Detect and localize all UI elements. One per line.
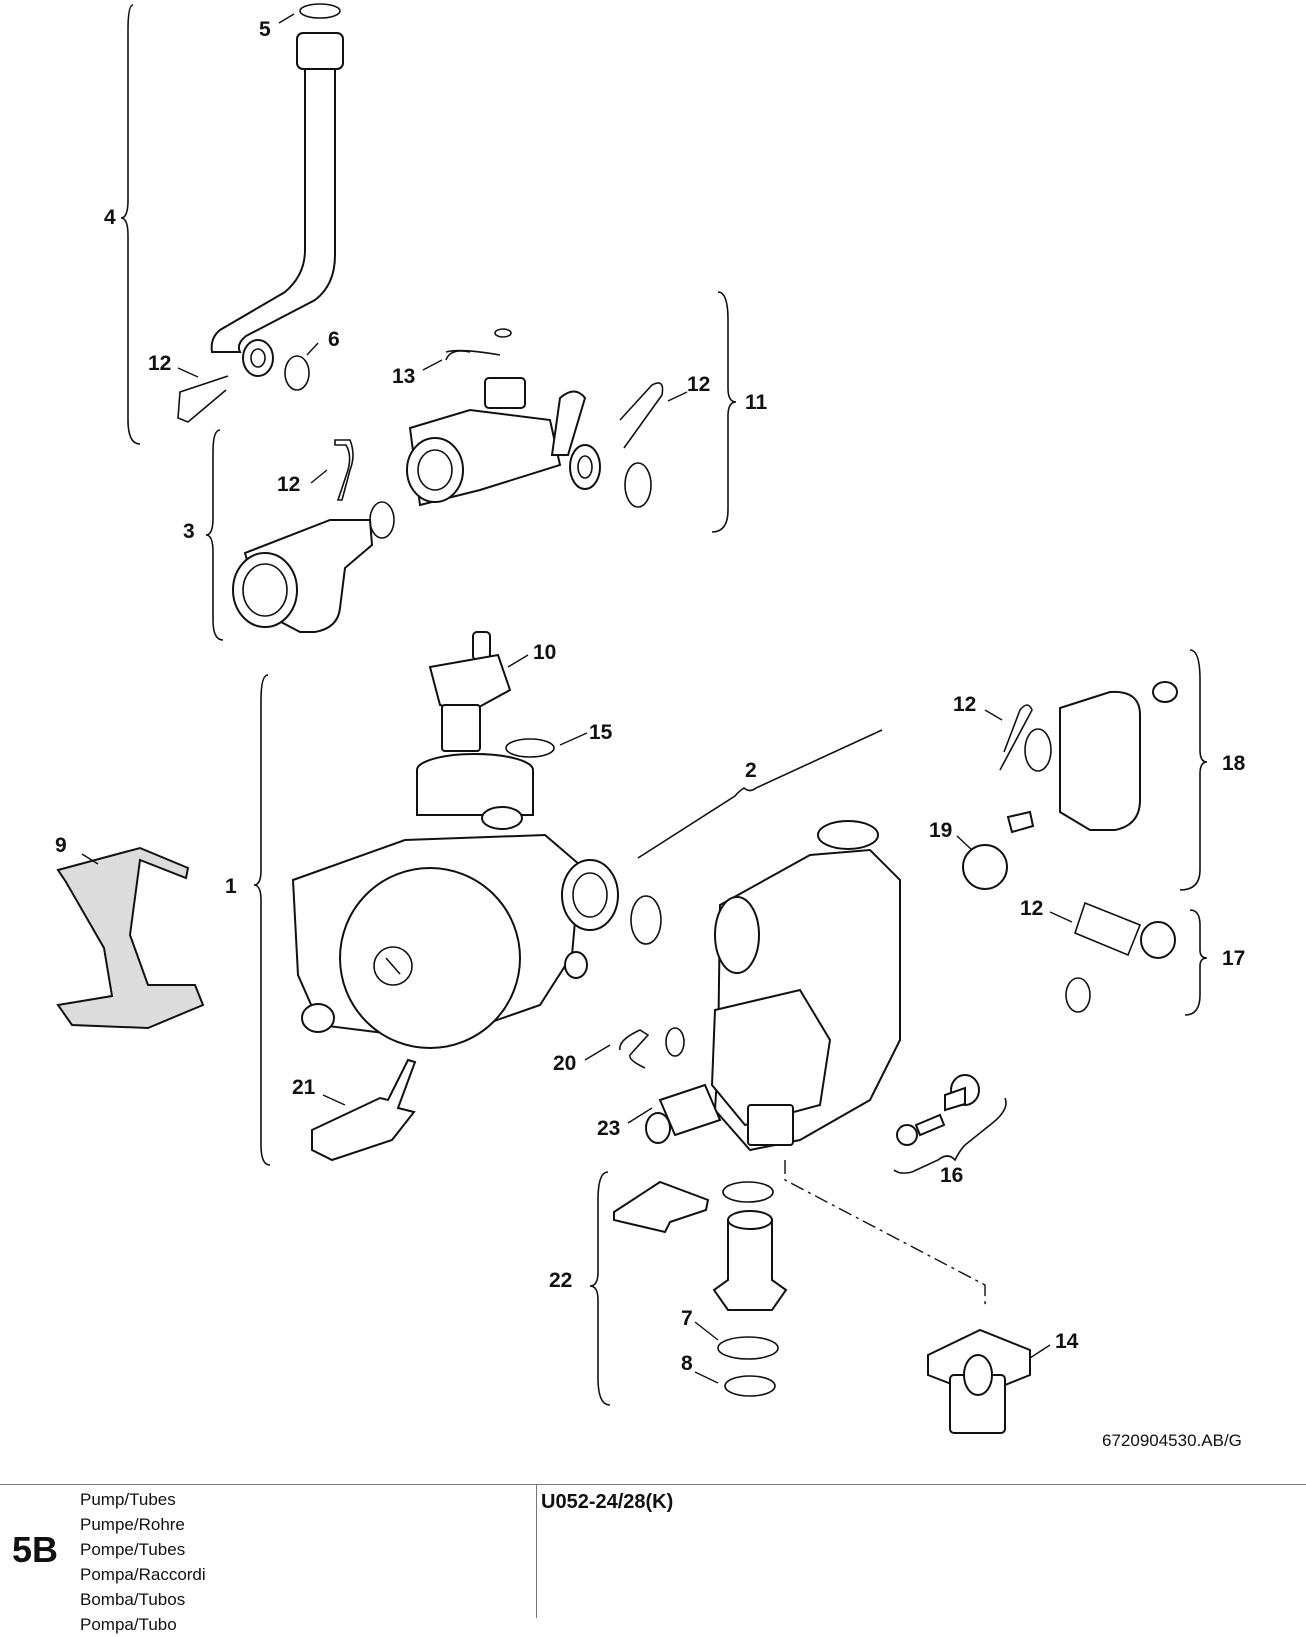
part-12-clip-b	[619, 382, 664, 449]
callout-15: 15	[589, 721, 613, 744]
callout-12: 12	[1020, 897, 1043, 920]
part-10-air-vent	[428, 631, 512, 752]
dash-dot-line	[784, 1160, 986, 1305]
braces	[120, 4, 1208, 1406]
part-15-o-ring	[505, 738, 555, 758]
footer: 5B Pump/Tubes Pumpe/Rohre Pompe/Tubes Po…	[0, 1484, 1306, 1634]
callout-22: 22	[549, 1269, 572, 1292]
title-es: Bomba/Tubos	[80, 1590, 186, 1609]
drawing-number: 6720904530.AB/G	[1102, 1431, 1242, 1450]
section-titles: Pump/Tubes Pumpe/Rohre Pompe/Tubes Pompa…	[80, 1487, 206, 1637]
exploded-parts-diagram: 1 2 3 4 5 6 7 8 9 10 11 12 12 12 12 12 1…	[55, 3, 1246, 1434]
section-number: 5B	[12, 1529, 59, 1570]
callout-9: 9	[55, 834, 67, 857]
part-1-pump	[291, 753, 619, 1049]
model-number: U052-24/28(K)	[541, 1491, 674, 1513]
part-9-bracket	[56, 846, 205, 1030]
part-16-screws	[896, 1074, 980, 1146]
callout-4: 4	[104, 206, 116, 229]
callout-3: 3	[183, 520, 195, 543]
part-3-pump-head	[232, 439, 395, 633]
callout-18: 18	[1222, 752, 1246, 775]
leader-lines	[81, 13, 1073, 1384]
part-22-connector	[613, 1180, 788, 1397]
callout-5: 5	[259, 18, 271, 41]
callout-21: 21	[292, 1076, 316, 1099]
title-de: Pumpe/Rohre	[80, 1515, 185, 1534]
part-19-seal	[962, 844, 1008, 890]
callout-2: 2	[745, 759, 757, 782]
part-2-hydraulic-block	[619, 820, 901, 1152]
callout-numbers: 1 2 3 4 5 6 7 8 9 10 11 12 12 12 12 12 1…	[55, 18, 1246, 1375]
footer-divider	[536, 1485, 537, 1618]
callout-13: 13	[392, 365, 415, 388]
callout-12: 12	[148, 352, 171, 375]
callout-12: 12	[953, 693, 976, 716]
part-4-pipe	[210, 3, 344, 377]
part-14-valve-motor	[927, 1328, 1031, 1434]
part-11-manifold	[406, 328, 601, 507]
callout-12: 12	[687, 373, 710, 396]
part-21-wrench	[311, 1058, 417, 1162]
title-fr: Pompe/Tubes	[80, 1540, 186, 1559]
part-17-plug	[1065, 901, 1176, 1013]
part-12-clip-a	[177, 375, 229, 423]
callout-20: 20	[553, 1052, 576, 1075]
callout-11: 11	[745, 391, 768, 414]
callout-8: 8	[681, 1352, 693, 1375]
part-6-o-ring	[284, 355, 310, 391]
callout-23: 23	[597, 1117, 620, 1140]
callout-14: 14	[1055, 1330, 1079, 1353]
callout-1: 1	[225, 875, 237, 898]
title-en: Pump/Tubes	[80, 1490, 176, 1509]
title-pl: Pompa/Tubo	[80, 1615, 177, 1634]
callout-12: 12	[277, 473, 300, 496]
o-ring-11	[624, 462, 652, 508]
callout-19: 19	[929, 819, 952, 842]
callout-6: 6	[328, 328, 340, 351]
callout-16: 16	[940, 1164, 963, 1187]
title-it: Pompa/Raccordi	[80, 1565, 206, 1584]
part-18-cover	[999, 681, 1178, 834]
callout-10: 10	[533, 641, 556, 664]
callout-7: 7	[681, 1307, 693, 1330]
callout-17: 17	[1222, 947, 1245, 970]
